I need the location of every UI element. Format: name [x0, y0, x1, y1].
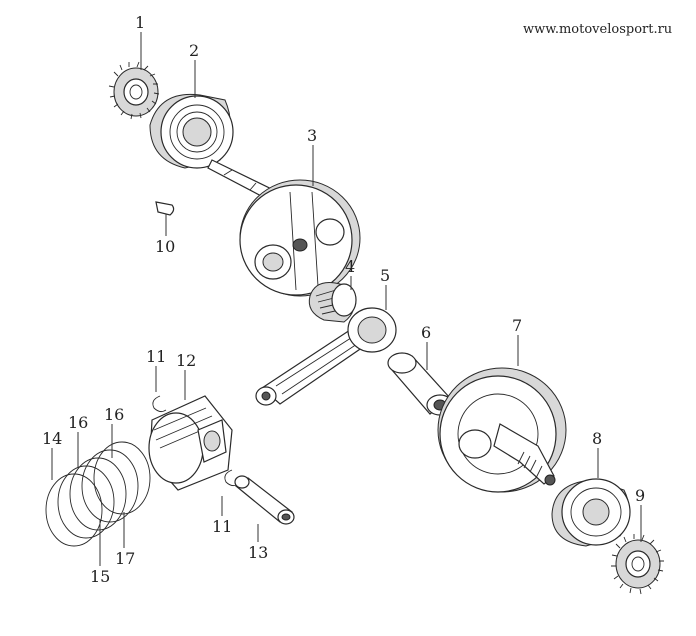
part-11-circlip-upper: [152, 395, 167, 413]
part-4-needle-bearing: [308, 282, 357, 323]
part-15-ring: [57, 465, 115, 539]
callout-14: 14: [42, 429, 62, 448]
callout-numbers: 1 2 3 4 5 6 7 8 9 10 11 12 11 13 14 16 1…: [42, 13, 645, 586]
callout-7: 7: [512, 316, 522, 335]
callout-16-right: 16: [104, 405, 124, 424]
callout-11-upper: 11: [146, 347, 166, 366]
callout-9: 9: [635, 486, 645, 505]
part-1-drive-gear: [108, 61, 160, 120]
callout-6: 6: [421, 323, 431, 342]
part-8-ball-bearing: [551, 478, 631, 547]
site-watermark-url: www.motovelosport.ru: [523, 22, 673, 37]
callout-11-lower: 11: [212, 517, 232, 536]
callout-3: 3: [307, 126, 317, 145]
part-12-piston: [148, 395, 233, 491]
callout-8: 8: [592, 429, 602, 448]
part-9-output-gear: [611, 534, 664, 595]
callout-15: 15: [90, 567, 110, 586]
part-5-connecting-rod: [255, 307, 397, 406]
part-13-piston-pin: [234, 475, 295, 525]
callout-10: 10: [155, 237, 175, 256]
part-11-circlip-lower: [224, 469, 239, 487]
callout-5: 5: [380, 266, 390, 285]
part-7-right-crank-half: [437, 367, 567, 493]
callout-12: 12: [176, 351, 196, 370]
callout-4: 4: [345, 257, 355, 276]
callout-16-left: 16: [68, 413, 88, 432]
callout-13: 13: [248, 543, 268, 562]
callout-2: 2: [189, 41, 199, 60]
part-2-ball-bearing: [149, 93, 234, 169]
part-17-ring: [81, 449, 139, 523]
callout-17: 17: [115, 549, 135, 568]
callout-1: 1: [135, 13, 145, 32]
part-14-ring: [45, 473, 103, 547]
part-10-woodruff-key: [155, 201, 175, 216]
part-3-left-crank-half: [207, 159, 361, 297]
part-16-ring-a: [69, 457, 127, 531]
leader-lines: [51, 32, 642, 566]
part-16-ring-b: [93, 441, 151, 515]
